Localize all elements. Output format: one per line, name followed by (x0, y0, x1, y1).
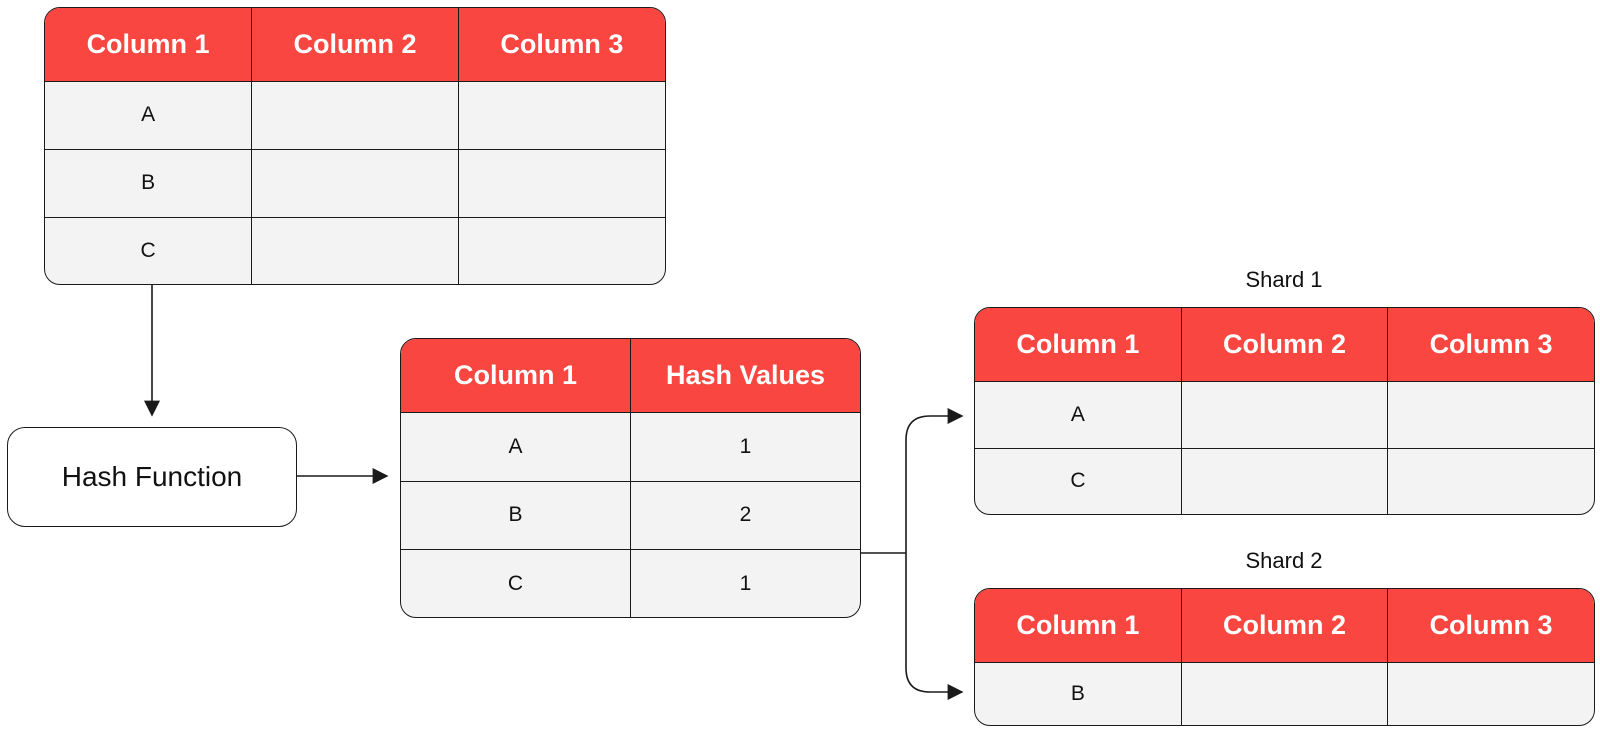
table-cell (1387, 662, 1594, 725)
shard2-title: Shard 2 (1245, 548, 1323, 573)
shard2-table: Column 1 Column 2 Column 3 B (974, 588, 1595, 726)
table-cell: 1 (630, 412, 860, 482)
table-cell (458, 148, 665, 218)
table-cell (458, 216, 665, 284)
table-row: B 2 (401, 480, 860, 550)
arrow-to-shard1 (905, 408, 964, 553)
header-cell: Column 2 (251, 8, 459, 82)
hash-values-table: Column 1 Hash Values A 1 B 2 C 1 (400, 338, 861, 618)
table-cell: C (401, 549, 631, 617)
table-cell (1181, 662, 1389, 725)
table-row: A 1 (401, 412, 860, 482)
header-cell: Column 1 (401, 339, 631, 413)
table-header-row: Column 1 Column 2 Column 3 (45, 8, 665, 82)
shard1-table: Column 1 Column 2 Column 3 A C (974, 307, 1595, 515)
header-cell: Column 1 (45, 8, 253, 82)
shard1-title: Shard 1 (1245, 267, 1323, 292)
table-header-row: Column 1 Column 2 Column 3 (975, 308, 1594, 382)
table-row: B (975, 662, 1594, 725)
table-cell: B (45, 148, 253, 218)
source-table: Column 1 Column 2 Column 3 A B C (44, 7, 666, 285)
table-row: A (975, 381, 1594, 449)
table-row: C (975, 447, 1594, 514)
header-cell: Hash Values (630, 339, 860, 413)
header-cell: Column 1 (975, 589, 1182, 663)
hash-function-box: Hash Function (7, 427, 297, 527)
table-cell: B (401, 480, 631, 550)
table-cell (251, 81, 459, 150)
table-cell (251, 148, 459, 218)
header-cell: Column 1 (975, 308, 1182, 382)
table-row: B (45, 148, 665, 218)
table-cell (251, 216, 459, 284)
table-header-row: Column 1 Hash Values (401, 339, 860, 413)
table-row: A (45, 81, 665, 150)
header-cell: Column 3 (1387, 308, 1594, 382)
header-cell: Column 3 (458, 8, 665, 82)
table-cell (1181, 447, 1389, 514)
table-cell (458, 81, 665, 150)
header-cell: Column 3 (1387, 589, 1594, 663)
table-cell: A (401, 412, 631, 482)
table-cell: 1 (630, 549, 860, 617)
table-row: C 1 (401, 549, 860, 617)
table-cell: B (975, 662, 1182, 725)
table-cell: A (975, 381, 1182, 449)
table-cell: C (975, 447, 1182, 514)
table-cell: 2 (630, 480, 860, 550)
table-cell: A (45, 81, 253, 150)
table-cell (1387, 381, 1594, 449)
header-cell: Column 2 (1181, 589, 1389, 663)
table-cell: C (45, 216, 253, 284)
table-row: C (45, 216, 665, 284)
table-cell (1181, 381, 1389, 449)
header-cell: Column 2 (1181, 308, 1389, 382)
arrow-to-shard2 (905, 553, 964, 700)
table-cell (1387, 447, 1594, 514)
table-header-row: Column 1 Column 2 Column 3 (975, 589, 1594, 663)
